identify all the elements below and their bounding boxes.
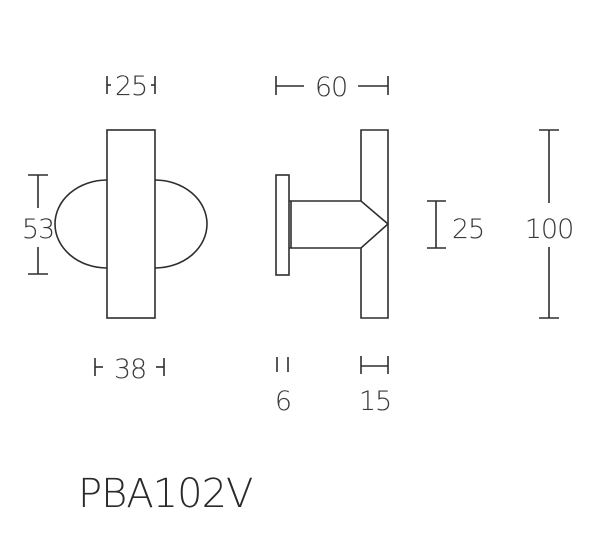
label-projection: 60 xyxy=(315,72,347,103)
rose-left-arc xyxy=(54,179,108,269)
dim-handle-thickness xyxy=(360,356,389,374)
label-handle-height: 100 xyxy=(525,214,574,245)
front-view xyxy=(54,129,208,319)
handle-front-rect xyxy=(106,129,156,319)
label-front-width: 25 xyxy=(115,71,147,102)
label-handle-thickness: 15 xyxy=(359,386,391,417)
label-rose-thickness: 6 xyxy=(275,386,291,417)
label-rose-width: 38 xyxy=(114,354,146,385)
handle-bar-top xyxy=(360,129,389,319)
spindle-shaft xyxy=(289,200,390,249)
dim-handle-height xyxy=(539,129,559,319)
dim-projection xyxy=(275,76,389,95)
dim-rose-thickness xyxy=(276,357,289,372)
dim-rose-width xyxy=(94,358,165,376)
side-view xyxy=(275,129,390,319)
rose-plate xyxy=(275,174,290,276)
label-shaft-height: 25 xyxy=(452,214,484,245)
dim-front-width xyxy=(106,76,156,94)
dim-rose-height xyxy=(28,174,48,275)
rose-right-arc xyxy=(154,179,208,269)
product-code: PBA102V xyxy=(78,471,253,517)
dim-shaft-height xyxy=(427,200,446,249)
label-rose-height: 53 xyxy=(22,214,54,245)
